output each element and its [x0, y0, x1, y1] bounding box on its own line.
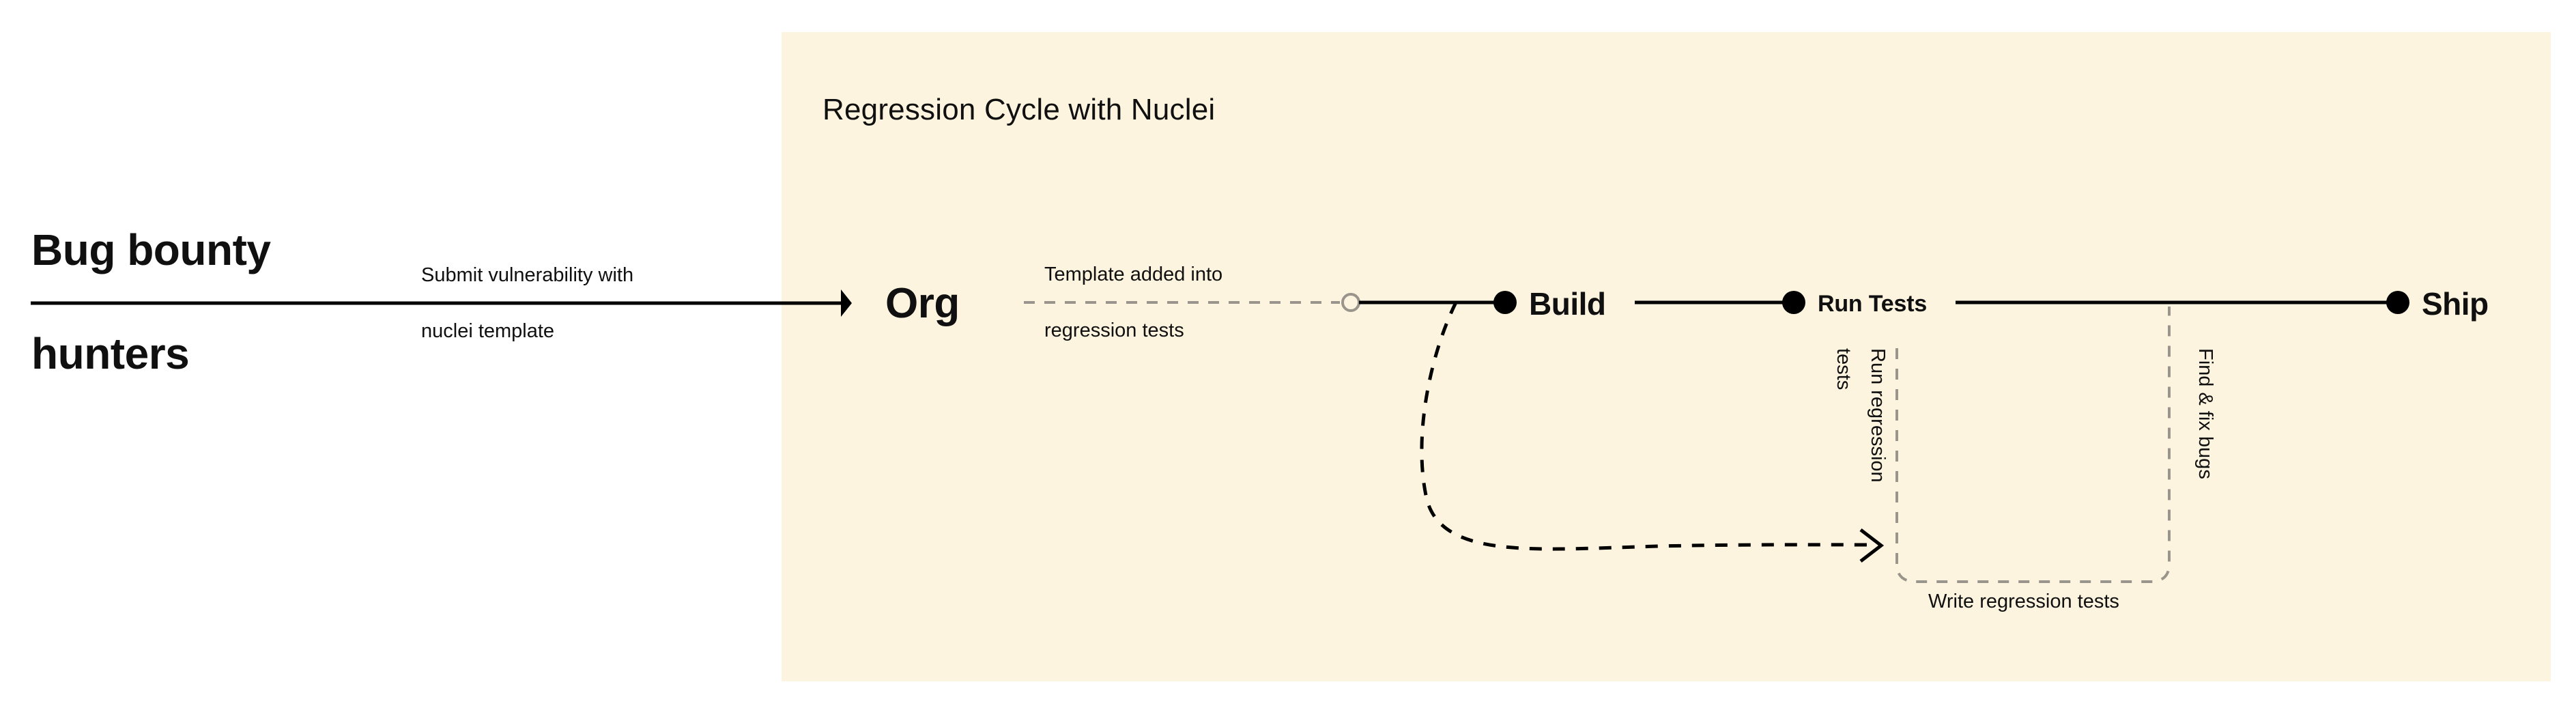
submit-edge-label-line2: nuclei template — [421, 320, 554, 342]
actor-label-line1: Bug bounty — [31, 225, 271, 274]
edge-template-added-label-line1: Template added into — [1044, 264, 1222, 285]
node-dot-ship — [2386, 291, 2409, 314]
node-label-org: Org — [885, 280, 960, 327]
node-dot-build — [1493, 291, 1517, 314]
edge-run-regression-label-line2: tests — [1833, 348, 1855, 390]
feedback-loop-arrow-head — [1859, 528, 1885, 563]
edge-run-regression-label-line1: Run regression — [1867, 348, 1889, 483]
panel-title: Regression Cycle with Nuclei — [822, 93, 1215, 126]
node-dot-run-tests — [1782, 291, 1805, 314]
panel-background — [782, 32, 2551, 681]
node-label-run-tests: Run Tests — [1818, 291, 1927, 317]
submit-edge-label-line1: Submit vulnerability with — [421, 264, 633, 286]
edge-find-fix-bugs-label: Find & fix bugs — [2194, 348, 2216, 479]
node-label-ship: Ship — [2422, 286, 2489, 322]
submit-arrow-head — [841, 289, 852, 317]
regression-bracket-dashed-path — [1895, 307, 2171, 583]
edge-template-added-endpoint-circle — [1341, 293, 1360, 312]
edge-write-regression-label: Write regression tests — [1928, 591, 2119, 612]
actor-label-line2: hunters — [31, 329, 189, 378]
edge-template-added-label-line2: regression tests — [1044, 320, 1184, 341]
node-label-build: Build — [1529, 286, 1605, 322]
